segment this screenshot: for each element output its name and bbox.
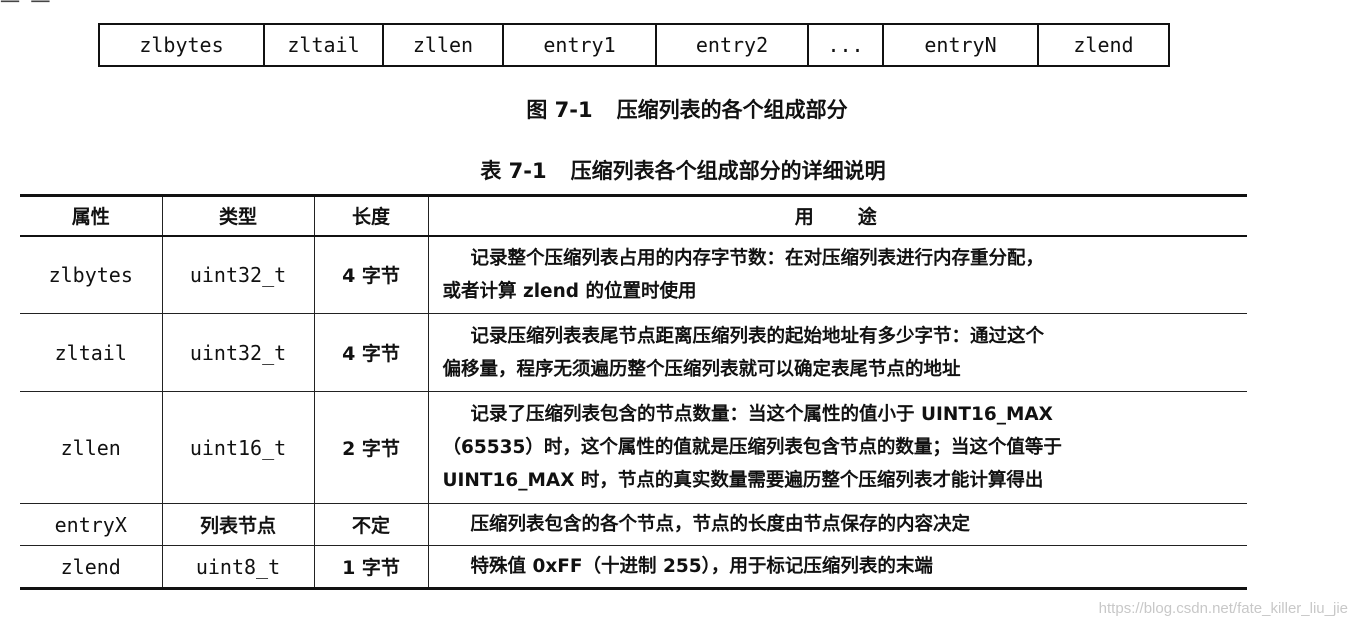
cell-purpose: 记录了压缩列表包含的节点数量：当这个属性的值小于 UINT16_MAX （655… [427,391,1247,504]
header-purpose: 用途 [427,195,1247,237]
struct-cell-ellipsis: ... [807,25,882,65]
purpose-line: 记录了压缩列表包含的节点数量：当这个属性的值小于 UINT16_MAX [470,404,1053,425]
cell-type: 列表节点 [161,503,315,546]
cell-type: uint32_t [161,313,315,392]
table-row: entryX 列表节点 不定 压缩列表包含的各个节点，节点的长度由节点保存的内容… [20,503,1247,546]
cell-type: uint8_t [161,545,315,589]
purpose-line: （65535）时，这个属性的值就是压缩列表包含节点的数量；当这个值等于 [442,437,1062,458]
header-attribute: 属性 [20,195,163,237]
figure-caption-text: 压缩列表的各个组成部分 [616,98,848,122]
purpose-line: 偏移量，程序无须遍历整个压缩列表就可以确定表尾节点的地址 [442,358,961,380]
ziplist-structure-diagram: zlbytes zltail zllen entry1 entry2 ... e… [98,23,1170,67]
cell-attribute: zllen [20,391,163,504]
cell-purpose: 记录整个压缩列表占用的内存字节数：在对压缩列表进行内存重分配， 或者计算 zle… [427,235,1247,314]
cell-attribute: zltail [20,313,163,392]
figure-caption: 图 7-1 压缩列表的各个组成部分 [0,94,1358,124]
purpose-line: 记录压缩列表表尾节点距离压缩列表的起始地址有多少字节：通过这个 [470,325,1045,347]
cell-purpose: 特殊值 0xFF（十进制 255），用于标记压缩列表的末端 [427,545,1247,589]
cell-purpose: 压缩列表包含的各个节点，节点的长度由节点保存的内容决定 [427,503,1247,546]
struct-cell-entry1: entry1 [502,25,655,65]
table-caption: 表 7-1 压缩列表各个组成部分的详细说明 [0,155,1358,185]
struct-cell-zlbytes: zlbytes [139,33,224,57]
table-row: zlend uint8_t 1 字节 特殊值 0xFF（十进制 255），用于标… [20,545,1247,589]
table-row: zlbytes uint32_t 4 字节 记录整个压缩列表占用的内存字节数：在… [20,235,1247,314]
purpose-line: UINT16_MAX 时，节点的真实数量需要遍历整个压缩列表才能计算得出 [442,470,1044,491]
table-caption-number: 表 7-1 [480,159,547,183]
cell-length: 4 字节 [313,235,429,314]
ziplist-fields-table: 属性 类型 长度 用途 zlbytes uint32_t 4 字节 记录整个压缩… [20,194,1247,590]
cell-length: 2 字节 [313,391,429,504]
cell-purpose: 记录压缩列表表尾节点距离压缩列表的起始地址有多少字节：通过这个 偏移量，程序无须… [427,313,1247,392]
cell-attribute: zlbytes [20,235,163,314]
cell-type: uint16_t [161,391,315,504]
cell-type: uint32_t [161,235,315,314]
cell-length: 4 字节 [313,313,429,392]
purpose-line: 或者计算 zlend 的位置时使用 [442,280,697,302]
purpose-line: 记录整个压缩列表占用的内存字节数：在对压缩列表进行内存重分配， [470,247,1045,269]
struct-cell-entry2: entry2 [655,25,807,65]
watermark: https://blog.csdn.net/fate_killer_liu_ji… [1098,600,1348,617]
table-row: zllen uint16_t 2 字节 记录了压缩列表包含的节点数量：当这个属性… [20,391,1247,504]
cropped-text-fragment: 一 一 [0,0,53,14]
table-header-row: 属性 类型 长度 用途 [20,195,1247,237]
figure-caption-number: 图 7-1 [526,98,593,122]
struct-cell-entryN: entryN [882,25,1037,65]
purpose-line: 压缩列表包含的各个节点，节点的长度由节点保存的内容决定 [470,514,971,535]
struct-cell-zltail: zltail [263,25,382,65]
table-caption-text: 压缩列表各个组成部分的详细说明 [570,159,886,183]
struct-cell-zlend: zlend [1037,25,1168,65]
struct-cell-zllen: zllen [382,25,502,65]
cell-length: 1 字节 [313,545,429,589]
cell-attribute: zlend [20,545,163,589]
header-type: 类型 [161,195,315,237]
header-length: 长度 [313,195,429,237]
purpose-line: 特殊值 0xFF（十进制 255），用于标记压缩列表的末端 [470,556,933,577]
cell-attribute: entryX [20,503,163,546]
cell-length: 不定 [313,503,429,546]
table-row: zltail uint32_t 4 字节 记录压缩列表表尾节点距离压缩列表的起始… [20,313,1247,392]
